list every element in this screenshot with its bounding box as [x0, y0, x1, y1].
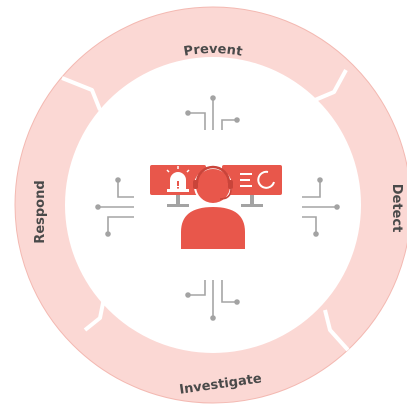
segment-label-respond: Respond [33, 180, 48, 243]
ring-divider-bottom-left [83, 297, 106, 332]
ring-divider-top-right [314, 69, 348, 102]
analyst-person-icon [179, 165, 247, 251]
circuit-lines-icon [95, 95, 340, 321]
circuit-top [185, 95, 240, 130]
alert-monitor-base [167, 204, 189, 207]
alert-monitor [150, 165, 206, 207]
alert-monitor-stand [176, 195, 180, 205]
alert-siren-icon [166, 166, 190, 192]
dashboard-monitor [222, 165, 282, 207]
circuit-bottom [185, 280, 240, 321]
dashboard-monitor-base [241, 204, 263, 207]
circuit-left [95, 177, 134, 237]
ring-divider-top-left [61, 76, 102, 111]
dashboard-icon [240, 170, 275, 189]
segment-label-detect: Detect [389, 184, 404, 233]
outer-ring [14, 6, 407, 404]
circuit-right [302, 177, 340, 237]
segment-label-prevent: Prevent [183, 42, 244, 60]
ring-divider-bottom-right [323, 309, 350, 352]
dashboard-monitor-stand [250, 195, 254, 205]
